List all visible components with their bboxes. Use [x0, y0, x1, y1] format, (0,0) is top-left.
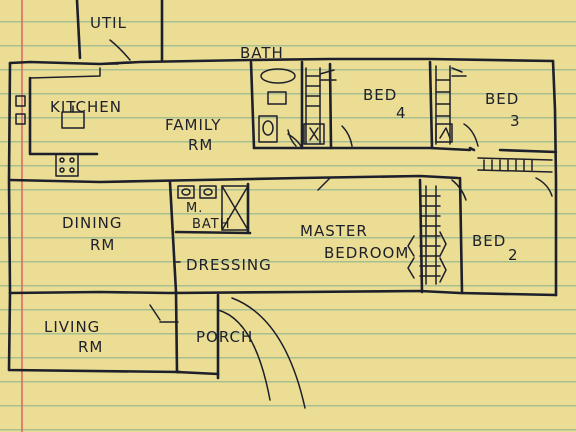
master-closet	[407, 185, 447, 285]
label-porch: PORCH	[196, 328, 253, 346]
label-bed2-2: 2	[508, 246, 519, 264]
label-family-rm-2: RM	[188, 136, 213, 154]
outer-walls	[7, 57, 558, 297]
label-bed2-1: BED	[472, 232, 506, 250]
closets-upper	[287, 65, 479, 147]
label-living-rm-1: LIVING	[44, 318, 100, 336]
interior-walls-upper	[249, 60, 558, 154]
label-bed3-1: BED	[485, 90, 519, 108]
label-m-bath-2: BATH	[192, 217, 231, 232]
label-dressing: DRESSING	[186, 256, 272, 274]
label-kitchen: KITCHEN	[50, 98, 122, 116]
master-bath-fixtures	[175, 185, 249, 263]
util-room	[75, 0, 164, 65]
bath-fixtures	[258, 68, 303, 149]
label-util: UTIL	[90, 14, 127, 32]
label-bath: BATH	[240, 44, 284, 62]
label-living-rm-2: RM	[78, 338, 103, 356]
hall-closet	[317, 157, 553, 201]
label-bed3-2: 3	[510, 112, 521, 130]
label-master-bedroom-1: MASTER	[300, 222, 368, 240]
label-master-bedroom-2: BEDROOM	[324, 244, 409, 262]
label-m-bath-1: M.	[186, 201, 203, 216]
lower-wing-walls	[7, 290, 306, 409]
label-bed4-1: BED	[363, 86, 397, 104]
interior-walls-middle	[8, 174, 464, 295]
kitchen-fixtures	[15, 67, 101, 177]
label-dining-rm-1: DINING	[62, 214, 122, 232]
label-family-rm-1: FAMILY	[165, 116, 221, 134]
label-dining-rm-2: RM	[90, 236, 115, 254]
label-bed4-2: 4	[396, 104, 407, 122]
room-labels: UTIL BATH KITCHEN FAMILY RM BED 4 BED 3 …	[44, 14, 521, 356]
